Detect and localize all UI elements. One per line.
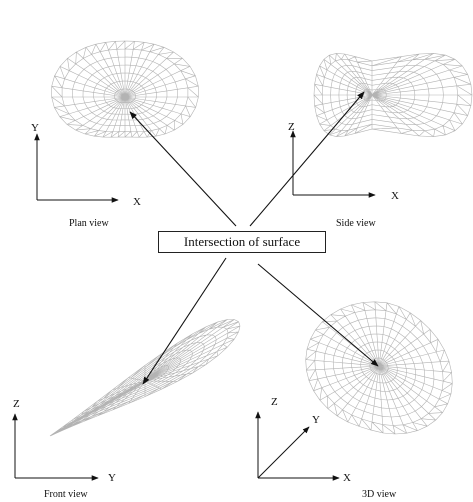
- pointer-to-side-view: [249, 91, 365, 227]
- front-view-y-label: Y: [108, 472, 116, 484]
- side-view-x-label: X: [391, 190, 399, 202]
- 3d-view-y-label: Y: [312, 414, 320, 426]
- plan-view-y-label: Y: [31, 122, 39, 134]
- mesh-side-lines: [313, 53, 473, 137]
- front-view-caption: Front view: [44, 489, 88, 500]
- plan-view-mesh: [51, 40, 199, 138]
- 3d-view-axes: [255, 411, 340, 481]
- 3d-view-mesh: [305, 301, 453, 435]
- plan-view-caption: Plan view: [69, 218, 109, 229]
- front-view-z-label: Z: [13, 398, 20, 410]
- mesh-plan-lines: [51, 40, 199, 138]
- front-view-axes: [12, 413, 99, 481]
- 3d-view-y-axis: [257, 426, 310, 479]
- mesh-front-lines: [49, 319, 241, 437]
- side-view-caption: Side view: [336, 218, 376, 229]
- 3d-view-z-label: Z: [271, 396, 278, 408]
- mesh-iso-lines: [305, 301, 453, 435]
- side-view-mesh: [313, 53, 473, 137]
- callout-pointers: [129, 91, 379, 385]
- 3d-view-caption: 3D view: [362, 489, 397, 500]
- pointer-to-plan-view: [129, 111, 237, 227]
- front-view-mesh: [49, 319, 241, 437]
- side-view-axes: [290, 130, 376, 198]
- pointer-to-front-view: [142, 257, 227, 385]
- intersection-callout: Intersection of surface: [158, 231, 326, 253]
- side-view-z-label: Z: [288, 121, 295, 133]
- 3d-view-x-label: X: [343, 472, 351, 484]
- pointer-to-3d-view: [257, 263, 379, 367]
- plan-view-axes: [34, 133, 119, 203]
- plan-view-x-label: X: [133, 196, 141, 208]
